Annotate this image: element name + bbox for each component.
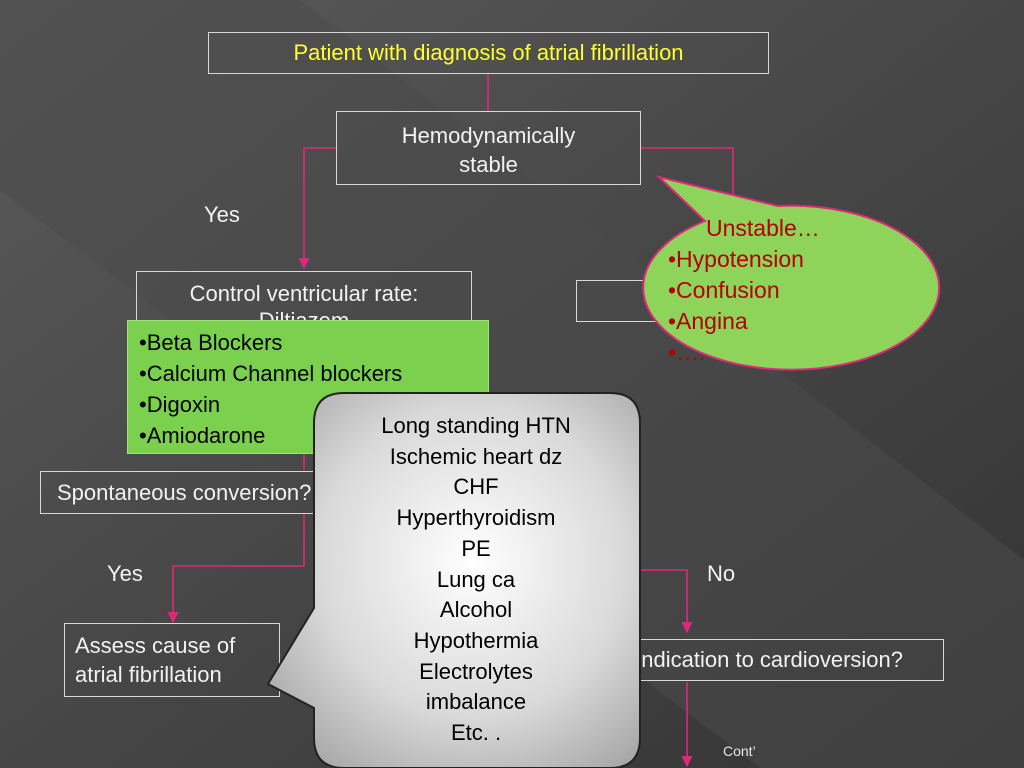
stable-question-line-1: Hemodynamically xyxy=(401,123,576,148)
unstable-item: •…. xyxy=(668,339,706,365)
connector-yes-branch xyxy=(167,565,304,624)
cause-item: Long standing HTN xyxy=(381,413,571,438)
cause-item: Hypothermia xyxy=(413,627,539,653)
unstable-callout-text: Unstable… •Hypotension •Confusion •Angin… xyxy=(668,213,820,368)
drug-item: •Amiodarone xyxy=(139,423,266,448)
stable-question-box: Hemodynamically stable xyxy=(336,111,641,185)
no-label-conversion: No xyxy=(707,561,736,586)
rate-control-line-1: Control ventricular rate: xyxy=(189,281,419,306)
cause-item: CHF xyxy=(453,474,499,500)
connector-stable-no xyxy=(641,147,734,200)
title-text: Patient with diagnosis of atrial fibrill… xyxy=(293,40,684,65)
drug-item: •Digoxin xyxy=(139,392,221,417)
assess-cause-line-1: Assess cause of xyxy=(75,633,236,658)
cause-item: PE xyxy=(461,535,491,561)
unstable-title: Unstable… xyxy=(706,215,820,241)
cause-item: Etc. . xyxy=(450,720,502,746)
assess-cause-box: Assess cause of atrial fibrillation xyxy=(64,623,280,697)
unstable-item: •Hypotension xyxy=(668,246,804,272)
cause-item: Electrolytes xyxy=(419,658,533,684)
cause-item: imbalance xyxy=(425,689,527,715)
yes-label-stable: Yes xyxy=(204,202,240,227)
continued-label: Cont’ xyxy=(723,743,756,759)
drug-item: •Calcium Channel blockers xyxy=(139,361,403,386)
cause-item: Alcohol xyxy=(439,597,513,623)
stable-question-line-2: stable xyxy=(459,152,518,177)
unstable-item: •Angina xyxy=(668,308,748,334)
drug-item: •Beta Blockers xyxy=(139,330,283,355)
assess-cause-line-2: atrial fibrillation xyxy=(75,662,222,687)
connector-stable-yes xyxy=(298,147,336,270)
cause-item: Ischemic heart dz xyxy=(389,443,563,469)
causes-callout-text: Long standing HTN Ischemic heart dz CHF … xyxy=(340,411,612,749)
spontaneous-conversion-text: Spontaneous conversion? xyxy=(57,480,312,505)
unstable-item: •Confusion xyxy=(668,277,780,303)
title-box: Patient with diagnosis of atrial fibrill… xyxy=(208,32,769,74)
spontaneous-conversion-box: Spontaneous conversion? xyxy=(40,471,430,514)
yes-label-conversion: Yes xyxy=(107,561,143,586)
cause-item: Lung ca xyxy=(436,566,516,592)
unstable-speech-bubble xyxy=(642,175,941,371)
cause-item: Hyperthyroidism xyxy=(396,505,556,531)
